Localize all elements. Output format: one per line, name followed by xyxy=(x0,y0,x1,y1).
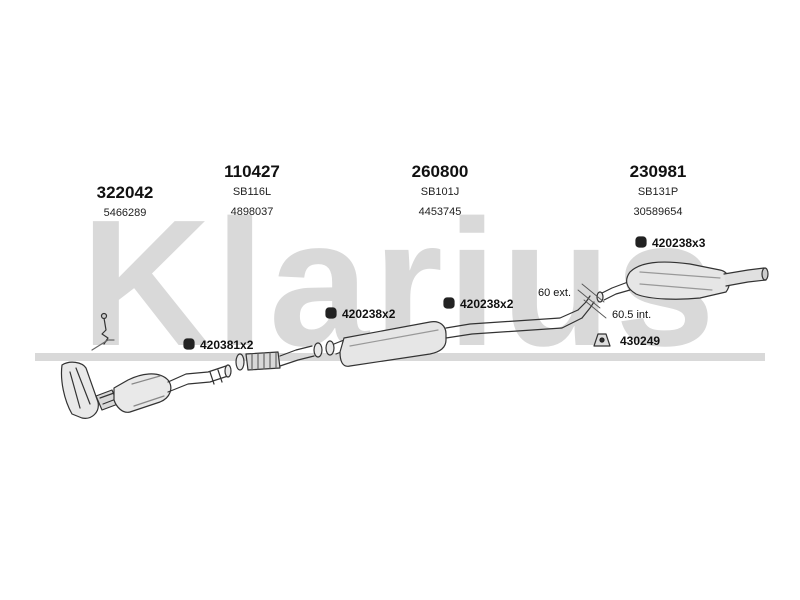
part-ref-4453745: 4453745 xyxy=(418,206,462,218)
rubber-mount-icon xyxy=(443,297,455,309)
part-number-322042: 322042 xyxy=(96,183,154,202)
tailpipe xyxy=(723,267,767,287)
part-ref-sb101j: SB101J xyxy=(420,186,460,198)
gasket-icon xyxy=(183,338,195,350)
dimension-ext-label: 60 ext. xyxy=(538,287,572,299)
dimension-int-label: 60.5 int. xyxy=(612,309,652,321)
part-ref-5466289: 5466289 xyxy=(103,207,147,219)
fitting-label-420238x2-rear: 420238x2 xyxy=(460,297,514,311)
part-ref-sb131p: SB131P xyxy=(637,186,679,198)
part-number-260800: 260800 xyxy=(411,162,469,181)
rear-silencer-body xyxy=(626,261,730,300)
lambda-sensor xyxy=(101,317,109,345)
fitting-label-420238x3: 420238x3 xyxy=(652,236,706,250)
centre-silencer-body xyxy=(339,321,447,367)
part-number-230981: 230981 xyxy=(629,162,687,181)
rubber-mount-icon xyxy=(325,307,337,319)
intermediate-pipe-front xyxy=(167,365,229,393)
rear-silencer xyxy=(596,261,769,303)
front-pipe-assembly xyxy=(235,340,335,371)
flexi-bellows xyxy=(245,351,281,371)
fitting-icons xyxy=(183,236,647,350)
part-ref-sb116l: SB116L xyxy=(232,186,272,198)
centre-silencer xyxy=(333,295,595,367)
part-number-110427: 110427 xyxy=(224,162,280,181)
fitting-label-430249: 430249 xyxy=(620,334,661,348)
catalytic-converter xyxy=(113,373,172,413)
fitting-label-420381x2: 420381x2 xyxy=(200,338,254,352)
part-ref-30589654: 30589654 xyxy=(633,206,683,218)
downpipe-assembly xyxy=(60,312,232,419)
rubber-mount-icon xyxy=(635,236,647,248)
fitting-label-420238x2-front: 420238x2 xyxy=(342,307,396,321)
part-ref-4898037: 4898037 xyxy=(230,206,274,218)
manifold-flange xyxy=(60,361,99,419)
diameter-marker xyxy=(577,283,607,319)
